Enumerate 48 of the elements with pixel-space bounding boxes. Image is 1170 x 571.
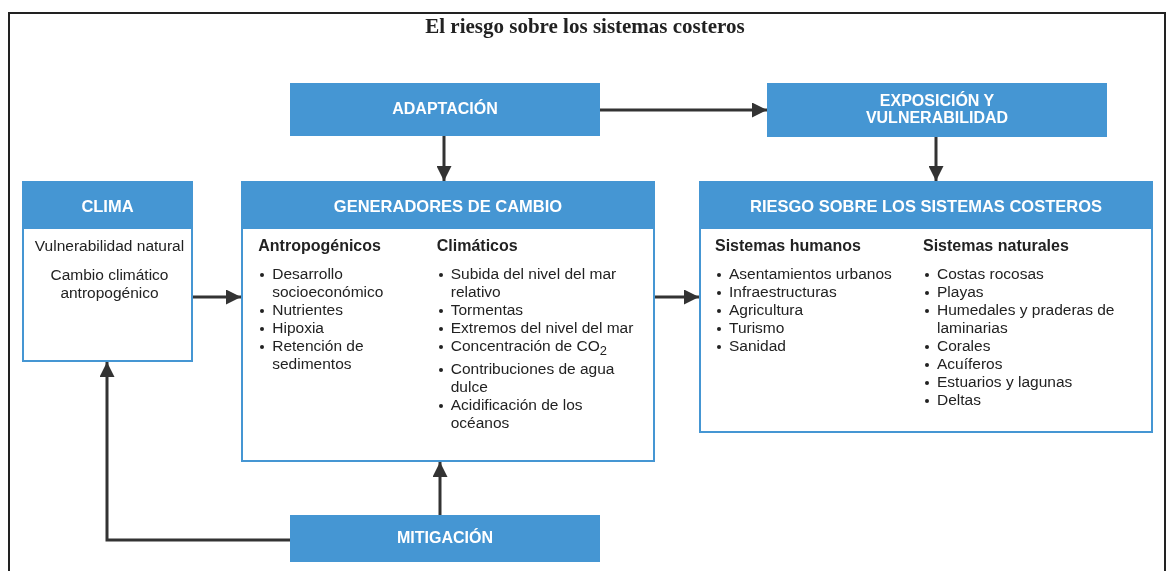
bullet-item: Agricultura	[715, 301, 804, 319]
process-box	[290, 83, 600, 136]
diagram-title: El riesgo sobre los sistemas costeros	[425, 14, 745, 38]
bullet-item: Playas	[923, 283, 984, 301]
bullet-item: Corales	[923, 337, 991, 355]
box-label: ADAPTACIÓN	[392, 101, 498, 118]
bullet-item: Nutrientes	[258, 301, 343, 319]
bullet-item: Contribuciones de agua dulce	[436, 360, 642, 397]
panel-header: RIESGO SOBRE LOS SISTEMAS COSTEROS	[701, 183, 1151, 229]
bullet-item: Turismo	[715, 319, 785, 337]
bullet-item: Deltas	[923, 391, 981, 409]
bullet-item: Tormentas	[436, 301, 524, 319]
arrow	[432, 462, 448, 515]
arrow	[193, 289, 241, 305]
column-heading: Sistemas naturales	[923, 237, 1069, 255]
process-box	[290, 515, 600, 562]
arrow	[99, 362, 290, 542]
bullet-item: Humedales y praderas de laminarias	[923, 301, 1141, 337]
bullet-item: Extremos del nivel del mar	[436, 319, 634, 337]
arrow	[436, 136, 452, 181]
column-heading: Antropogénicos	[258, 237, 381, 255]
bullet-item: Sanidad	[715, 337, 786, 355]
arrow	[600, 102, 767, 118]
arrow	[928, 137, 944, 181]
bullet-item: Hipoxia	[258, 319, 324, 337]
column-heading: Climáticos	[436, 237, 518, 255]
arrow	[655, 289, 699, 305]
bullet-item: Asentamientos urbanos	[715, 265, 892, 283]
bullet-item: Subida del nivel del mar relativo	[436, 265, 642, 301]
panel-header: GENERADORES DE CAMBIO	[243, 183, 653, 229]
bullet-item: Costas rocosas	[923, 265, 1044, 283]
bullet-item: Estuarios y lagunas	[923, 373, 1073, 391]
bullet-item: Infraestructuras	[715, 283, 837, 301]
bullet-item: Retención de sedimentos	[258, 337, 427, 373]
body-text: Cambio climático antropogénico	[49, 265, 170, 303]
bullet-item: Desarrollo socioeconómico	[258, 265, 427, 301]
bullet-item: Acidificación de los océanos	[436, 396, 642, 433]
box-label: MITIGACIÓN	[397, 530, 493, 547]
panel-box	[241, 181, 655, 462]
bullet-item: Concentración de CO$_{2}$	[436, 337, 607, 361]
body-text: Vulnerabilidad natural	[34, 237, 185, 256]
bullet-item: Acuíferos	[923, 355, 1003, 373]
panel-header: CLIMA	[24, 183, 191, 229]
panel-box	[699, 181, 1153, 433]
process-box	[767, 83, 1107, 137]
box-label: EXPOSICIÓN Y VULNERABILIDAD	[864, 93, 1010, 127]
column-heading: Sistemas humanos	[715, 237, 861, 255]
panel-box	[22, 181, 193, 362]
